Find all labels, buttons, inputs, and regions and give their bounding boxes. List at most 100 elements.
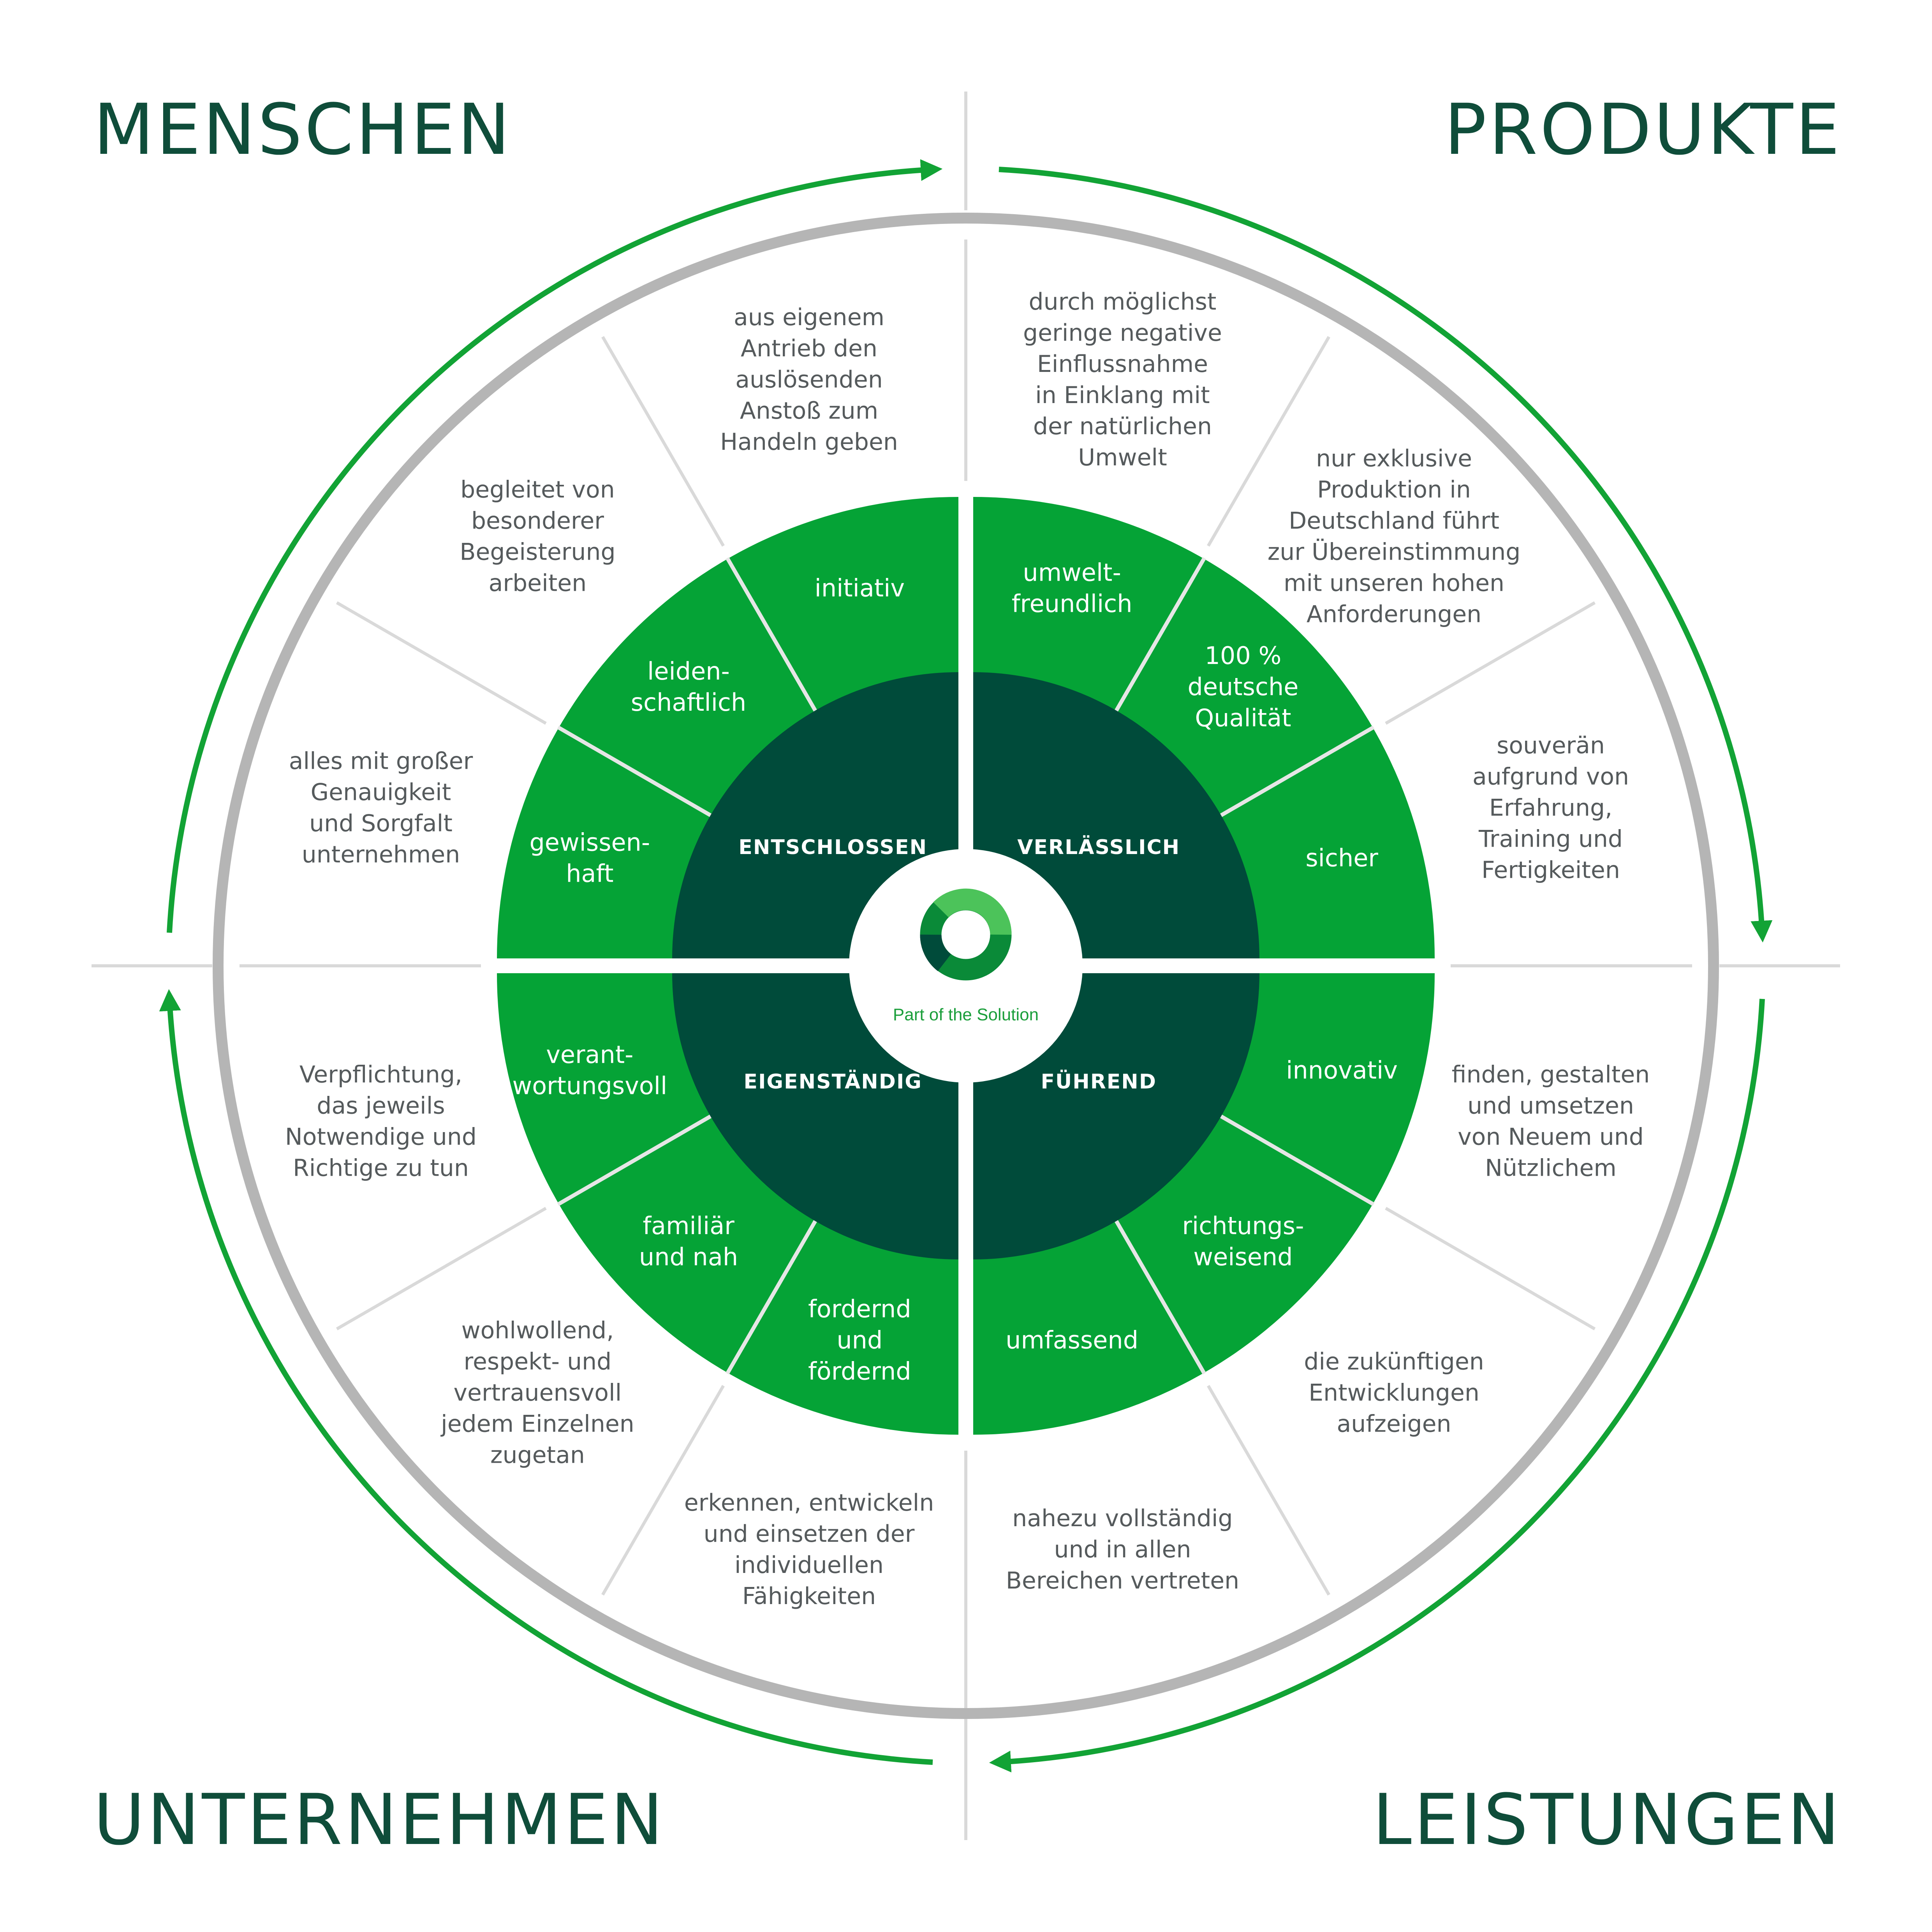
segment-label-line: umfassend [1006,1326,1138,1354]
segment-description-line: Nützlichem [1485,1154,1617,1182]
segment-description-line: das jeweils [317,1092,445,1119]
cycle-arrow-left [159,989,933,1765]
segment-label-line: deutsche [1187,673,1298,701]
segment-description-line: Anforderungen [1307,601,1481,628]
segment-description-line: jedem Einzelnen [440,1410,634,1437]
cycle-arrow-top [167,159,943,933]
quadrant-ring-top_right [973,497,1435,958]
segment-label-line: sicher [1305,844,1378,872]
segment-description-line: der natürlichen [1033,413,1212,440]
segment-description-line: vertrauensvoll [454,1379,622,1406]
segment-label-line: Qualität [1195,704,1291,732]
segment-label-line: und [837,1326,882,1354]
segment-description-line: Fertigkeiten [1481,856,1620,884]
segment-label-line: umwelt- [1023,558,1121,586]
segment-label-line: gewissen- [529,828,650,856]
segment-separator [726,557,817,712]
segment-label: umfassend [1006,1326,1138,1354]
segment-description-line: individuellen [734,1552,884,1579]
segment-description-line: wohlwollend, [461,1317,614,1344]
segment-description-line: respekt- und [464,1348,612,1375]
quadrant-title-top_left: ENTSCHLOSSEN [738,836,927,859]
outer-gray-ring [213,213,1719,1719]
segment-description-line: aufzeigen [1337,1410,1451,1437]
segment-description-line: in Einklang mit [1035,382,1210,409]
segment-description-line: Handeln geben [720,428,898,456]
segment-label-line: haft [566,859,613,888]
segment-separator [1115,557,1206,712]
segment-description-line: aus eigenem [734,304,884,331]
segment-description: wohlwollend, respekt- und vertrauensvoll je… [440,1317,634,1469]
segment-label-line: verant- [546,1041,633,1069]
segment-description-line: unternehmen [302,841,460,868]
segment-description-line: finden, gestalten [1452,1061,1650,1088]
quadrant-title-top_right: VERLÄSSLICH [1017,835,1180,859]
segment-description-line: Erfahrung, [1489,794,1612,821]
segment-description-line: Verpflichtung, [299,1061,462,1088]
segment-description-line: nahezu vollständig [1012,1505,1233,1532]
segment-label-line: schaftlich [631,688,747,717]
segment-label-line: fördernd [808,1357,911,1386]
segment-description-line: souverän [1497,732,1605,759]
segment-description-line: Fähigkeiten [742,1583,876,1610]
segment-label-line: freundlich [1012,589,1132,618]
segment-description-line: alles mit großer [289,747,473,775]
quadrant-titles: ENTSCHLOSSEN VERLÄSSLICH FÜHREND EIGENSTÄND… [738,835,1180,1094]
outer-divider [336,601,547,725]
segment-description-line: auslösenden [735,366,883,393]
segment-description-line: Bereichen vertreten [1006,1567,1239,1594]
middle-ring [497,497,1435,1435]
segment-description-line: Richtige zu tun [293,1154,469,1182]
segment-separator [726,1220,817,1375]
segment-description: finden, gestalten und umsetzen von Neuem u… [1452,1061,1650,1182]
segment-separators [557,557,1375,1375]
segment-description-line: und umsetzen [1467,1092,1634,1119]
corner-title-leistungen: LEISTUNGEN [1372,1779,1842,1861]
segment-description-line: Anstoß zum [740,397,878,424]
outer-divider [1207,336,1330,547]
corner-title-unternehmen: UNTERNEHMEN [93,1779,666,1861]
segment-description-line: Genauigkeit [311,778,451,806]
corner-title-produkte: PRODUKTE [1444,89,1842,171]
outer-dividers [240,240,1692,1692]
center-label: Part of the Solution [893,1005,1039,1024]
segment-separator [1220,726,1375,817]
segment-description-line: von Neuem und [1458,1123,1644,1150]
cycle-arrows [159,159,1773,1773]
segment-separator [1115,1220,1206,1375]
segment-description-line: geringe negative [1023,319,1222,347]
segment-description-line: arbeiten [489,569,587,597]
segment-description-line: und Sorgfalt [309,810,453,837]
segment-description-line: Entwicklungen [1309,1379,1479,1406]
segment-label-line: familiär [643,1212,734,1240]
segment-description-line: und in allen [1054,1536,1191,1563]
segment-description-line: Umwelt [1078,444,1167,471]
segment-label: umwelt-freundlich [1012,558,1132,618]
segment-description-line: Begeisterung [460,538,615,565]
segment-description-line: Einflussnahme [1037,350,1208,378]
segment-description-line: mit unseren hohen [1284,569,1504,597]
segment-description-line: begleitet von [460,476,615,503]
segment-description-line: nur exklusive [1316,445,1472,472]
quadrant-title-bottom_right: FÜHREND [1041,1069,1157,1094]
segment-label: sicher [1305,844,1378,872]
segment-label-line: wortungsvoll [512,1072,667,1100]
segment-label-line: richtungs- [1182,1212,1304,1240]
segment-description-line: die zukünftigen [1304,1348,1484,1375]
segment-labels: gewissen-haftleiden-schaftlichinitiativu… [512,558,1398,1385]
outer-divider [1207,1385,1330,1596]
quadrant-title-bottom_left: EIGENSTÄNDIG [744,1070,922,1094]
segment-description-line: besonderer [471,507,604,534]
segment-label: innovativ [1286,1056,1398,1085]
segment-description-line: und einsetzen der [704,1520,915,1548]
